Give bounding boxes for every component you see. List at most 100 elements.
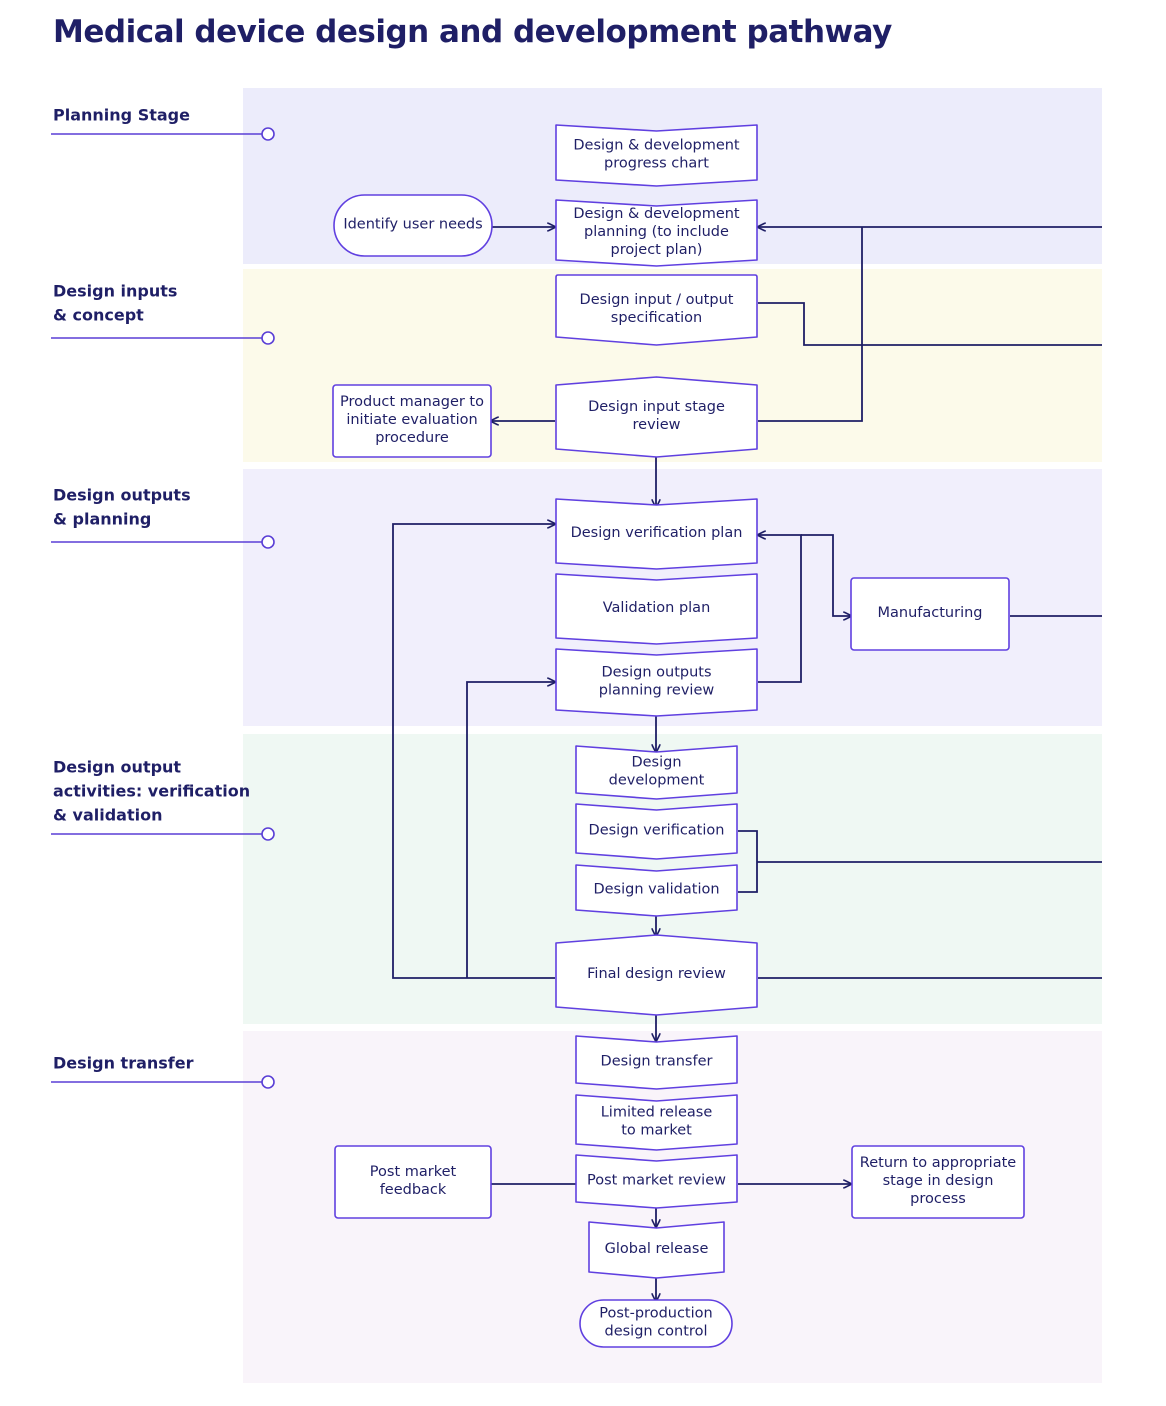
stage-label-line: & validation <box>53 806 162 825</box>
node-io-spec: Design input / output specification <box>555 274 758 346</box>
node-label-line: Design outputs <box>601 665 711 681</box>
node-label-line: Design verification <box>589 823 725 839</box>
connector-spec-to-right <box>758 302 1102 346</box>
node-shape <box>575 803 738 860</box>
node-label-line: Manufacturing <box>878 605 983 621</box>
node-verification-plan: Design verification plan <box>555 498 758 570</box>
node-shape <box>575 864 738 917</box>
node-label-line: design control <box>605 1324 708 1340</box>
process-nodes: Design & development progress chartIdenti… <box>332 124 1025 1348</box>
node-label-line: Design validation <box>593 882 719 898</box>
node-shape <box>850 577 1010 651</box>
node-label-line: Validation plan <box>603 600 711 616</box>
node-label-line: Product manager to <box>340 394 484 410</box>
stage-pin-dot <box>261 827 275 841</box>
node-final-review: Final design review <box>555 934 758 1016</box>
node-label-line: Design verification plan <box>571 525 743 541</box>
stage-label-line: Planning Stage <box>53 106 190 125</box>
stage-pin-dot <box>261 535 275 549</box>
node-label-line: Identify user needs <box>343 217 482 233</box>
connector-final-review-to-verification-plan <box>392 524 555 979</box>
node-label-line: initiate evaluation <box>346 412 477 428</box>
stage-label-line: & planning <box>53 510 151 529</box>
node-identify-needs: Identify user needs <box>333 194 493 257</box>
node-shape <box>579 1299 733 1348</box>
node-shape <box>555 199 758 267</box>
node-global-release: Global release <box>588 1221 725 1279</box>
connector-input-review-to-planning <box>758 227 863 422</box>
node-label-line: project plan) <box>611 242 703 258</box>
node-label-line: Design input stage <box>588 399 725 415</box>
node-label-line: specification <box>611 310 702 326</box>
connectors <box>392 227 1102 1301</box>
node-shape <box>332 384 492 458</box>
node-shape <box>334 1145 492 1219</box>
node-shape <box>555 274 758 346</box>
node-label-line: Final design review <box>587 966 726 982</box>
node-product-manager: Product manager to initiate evaluation pro… <box>332 384 492 458</box>
connector-final-review-to-outputs-review <box>466 682 555 978</box>
node-design-development: Design development <box>575 745 738 800</box>
node-label-line: procedure <box>375 430 449 446</box>
stage-label-line: Design outputs <box>53 486 191 505</box>
node-shape <box>333 194 493 257</box>
stage-inputs: Design inputs & concept <box>51 282 275 345</box>
node-input-review: Design input stage review <box>555 376 758 458</box>
node-label-line: Design <box>631 755 681 771</box>
stage-label-line: Design inputs <box>53 282 177 301</box>
node-label-line: feedback <box>380 1182 447 1198</box>
connector-verification-plan-to-manufacturing <box>801 534 851 616</box>
node-label-line: review <box>633 417 681 433</box>
page-title: Medical device design and development pa… <box>53 14 892 50</box>
node-label-line: to market <box>621 1123 692 1139</box>
node-post-production: Post-production design control <box>579 1299 733 1348</box>
node-label-line: Return to appropriate <box>860 1155 1016 1171</box>
node-label-line: progress chart <box>604 156 709 172</box>
node-shape <box>588 1221 725 1279</box>
stage-outputs: Design outputs & planning <box>51 486 275 549</box>
node-label-line: development <box>609 773 705 789</box>
node-validation-plan: Validation plan <box>555 573 758 645</box>
node-limited-release: Limited release to market <box>575 1094 738 1151</box>
node-progress-chart: Design & development progress chart <box>555 124 758 187</box>
node-label-line: Post market <box>370 1164 457 1180</box>
node-shape <box>555 573 758 645</box>
node-label-line: planning (to include <box>584 224 729 240</box>
node-shape <box>575 1035 738 1090</box>
stage-pin-dot <box>261 331 275 345</box>
node-label-line: Design input / output <box>580 292 734 308</box>
stage-label-line: & concept <box>53 306 144 325</box>
stage-planning: Planning Stage <box>51 106 275 141</box>
node-design-verification: Design verification <box>575 803 738 860</box>
node-label-line: planning review <box>599 683 715 699</box>
node-shape <box>851 1145 1025 1219</box>
node-shape <box>555 376 758 458</box>
node-manufacturing: Manufacturing <box>850 577 1010 651</box>
stage-pin-dot <box>261 1075 275 1089</box>
stage-label-line: activities: verification <box>53 782 250 801</box>
node-shape <box>575 745 738 800</box>
node-label-line: Limited release <box>601 1105 713 1121</box>
node-shape <box>575 1094 738 1151</box>
node-dd-planning: Design & development planning (to include… <box>555 199 758 267</box>
node-outputs-review: Design outputs planning review <box>555 648 758 717</box>
node-label-line: Design & development <box>573 138 740 154</box>
node-label-line: Design & development <box>573 206 740 222</box>
connector-outputs-review-to-verification-plan <box>758 535 802 683</box>
node-shape <box>555 498 758 570</box>
node-label-line: Global release <box>605 1241 709 1257</box>
node-shape <box>555 934 758 1016</box>
node-label-line: Post market review <box>587 1173 726 1189</box>
node-label-line: process <box>910 1191 966 1207</box>
node-label-line: Post-production <box>599 1306 712 1322</box>
node-shape <box>555 648 758 717</box>
stage-pin-dot <box>261 127 275 141</box>
stage-label-line: Design output <box>53 758 181 777</box>
node-post-market-feedback: Post market feedback <box>334 1145 492 1219</box>
node-post-market-review: Post market review <box>575 1154 738 1209</box>
node-design-transfer: Design transfer <box>575 1035 738 1090</box>
stage-label-line: Design transfer <box>53 1054 194 1073</box>
